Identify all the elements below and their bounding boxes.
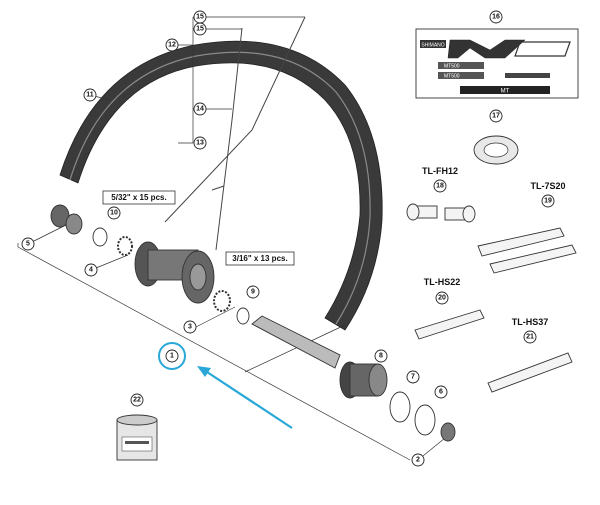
- svg-text:5: 5: [26, 241, 30, 248]
- spacer-6: [414, 404, 436, 436]
- callout-11: 11: [83, 88, 97, 102]
- svg-text:3: 3: [188, 324, 192, 331]
- highlight-ring: [158, 342, 186, 370]
- svg-text:9: 9: [251, 289, 255, 296]
- bearing-9: [213, 290, 250, 325]
- svg-text:18: 18: [436, 183, 444, 190]
- svg-text:8: 8: [379, 353, 383, 360]
- callout-5: 5: [21, 237, 35, 251]
- callout-17: 17: [489, 109, 503, 123]
- callout-3: 3: [183, 320, 197, 334]
- svg-text:6: 6: [439, 389, 443, 396]
- svg-text:3/16" x 13 pcs.: 3/16" x 13 pcs.: [232, 254, 287, 263]
- callout-2: 2: [411, 453, 425, 467]
- grease-jar: [116, 414, 158, 461]
- qty-box-rear: 3/16" x 13 pcs.: [225, 251, 295, 266]
- callout-21: 21: [523, 330, 537, 344]
- svg-text:10: 10: [110, 210, 118, 217]
- svg-text:SHIMANO: SHIMANO: [421, 43, 444, 49]
- callout-9: 9: [246, 285, 260, 299]
- locknut-5: [50, 204, 83, 235]
- callout-14: 14: [193, 102, 207, 116]
- label-tl-hs22: TL-HS22: [424, 277, 461, 287]
- svg-text:5/32" x 15 pcs.: 5/32" x 15 pcs.: [111, 193, 166, 202]
- spacer-7: [389, 391, 411, 423]
- svg-text:1: 1: [170, 353, 174, 360]
- svg-text:11: 11: [86, 92, 94, 99]
- callout-4: 4: [84, 263, 98, 277]
- label-tl-hs37: TL-HS37: [512, 317, 549, 327]
- callout-7: 7: [406, 370, 420, 384]
- callout-13: 13: [193, 136, 207, 150]
- cone-4: [92, 227, 108, 247]
- svg-text:15: 15: [196, 14, 204, 21]
- svg-text:13: 13: [196, 140, 204, 147]
- svg-text:17: 17: [492, 113, 500, 120]
- callout-15b: 15: [193, 22, 207, 36]
- svg-text:7: 7: [411, 374, 415, 381]
- highlight-arrow: [197, 366, 293, 429]
- spokes: [164, 16, 306, 251]
- tool-fh12: [406, 203, 476, 223]
- svg-text:14: 14: [196, 106, 204, 113]
- svg-text:MT500: MT500: [444, 74, 460, 80]
- svg-text:MT: MT: [501, 89, 510, 95]
- rim-tape: [473, 135, 519, 165]
- freehub-8: [339, 361, 388, 399]
- callout-19: 19: [541, 194, 555, 208]
- label-tl-fh12: TL-FH12: [422, 166, 458, 176]
- callout-1: 1: [165, 349, 179, 363]
- tool-7s20: [477, 227, 577, 274]
- hub-body: [134, 241, 215, 304]
- svg-text:15: 15: [196, 26, 204, 33]
- svg-text:22: 22: [133, 397, 141, 404]
- decal-sheet: SHIMANO MT500 MT500 MT: [415, 28, 579, 99]
- bearing-10: [117, 236, 133, 256]
- svg-text:21: 21: [526, 334, 534, 341]
- locknut-2: [440, 422, 456, 442]
- callout-22: 22: [130, 393, 144, 407]
- callout-10: 10: [107, 206, 121, 220]
- svg-text:20: 20: [438, 295, 446, 302]
- callout-6: 6: [434, 385, 448, 399]
- tool-hs37: [487, 352, 573, 393]
- svg-text:4: 4: [89, 267, 93, 274]
- label-tl-7s20: TL-7S20: [530, 181, 565, 191]
- svg-text:MT500: MT500: [444, 64, 460, 70]
- axle: [251, 315, 341, 369]
- callout-8: 8: [374, 349, 388, 363]
- svg-text:12: 12: [168, 42, 176, 49]
- callout-12: 12: [165, 38, 179, 52]
- rim: [59, 40, 383, 331]
- svg-text:2: 2: [416, 457, 420, 464]
- callout-18: 18: [433, 179, 447, 193]
- callout-15a: 15: [193, 10, 207, 24]
- tool-hs22: [414, 309, 485, 340]
- svg-text:19: 19: [544, 198, 552, 205]
- callout-20: 20: [435, 291, 449, 305]
- callout-16: 16: [489, 10, 503, 24]
- svg-text:16: 16: [492, 14, 500, 21]
- qty-box-front: 5/32" x 15 pcs.: [102, 190, 176, 205]
